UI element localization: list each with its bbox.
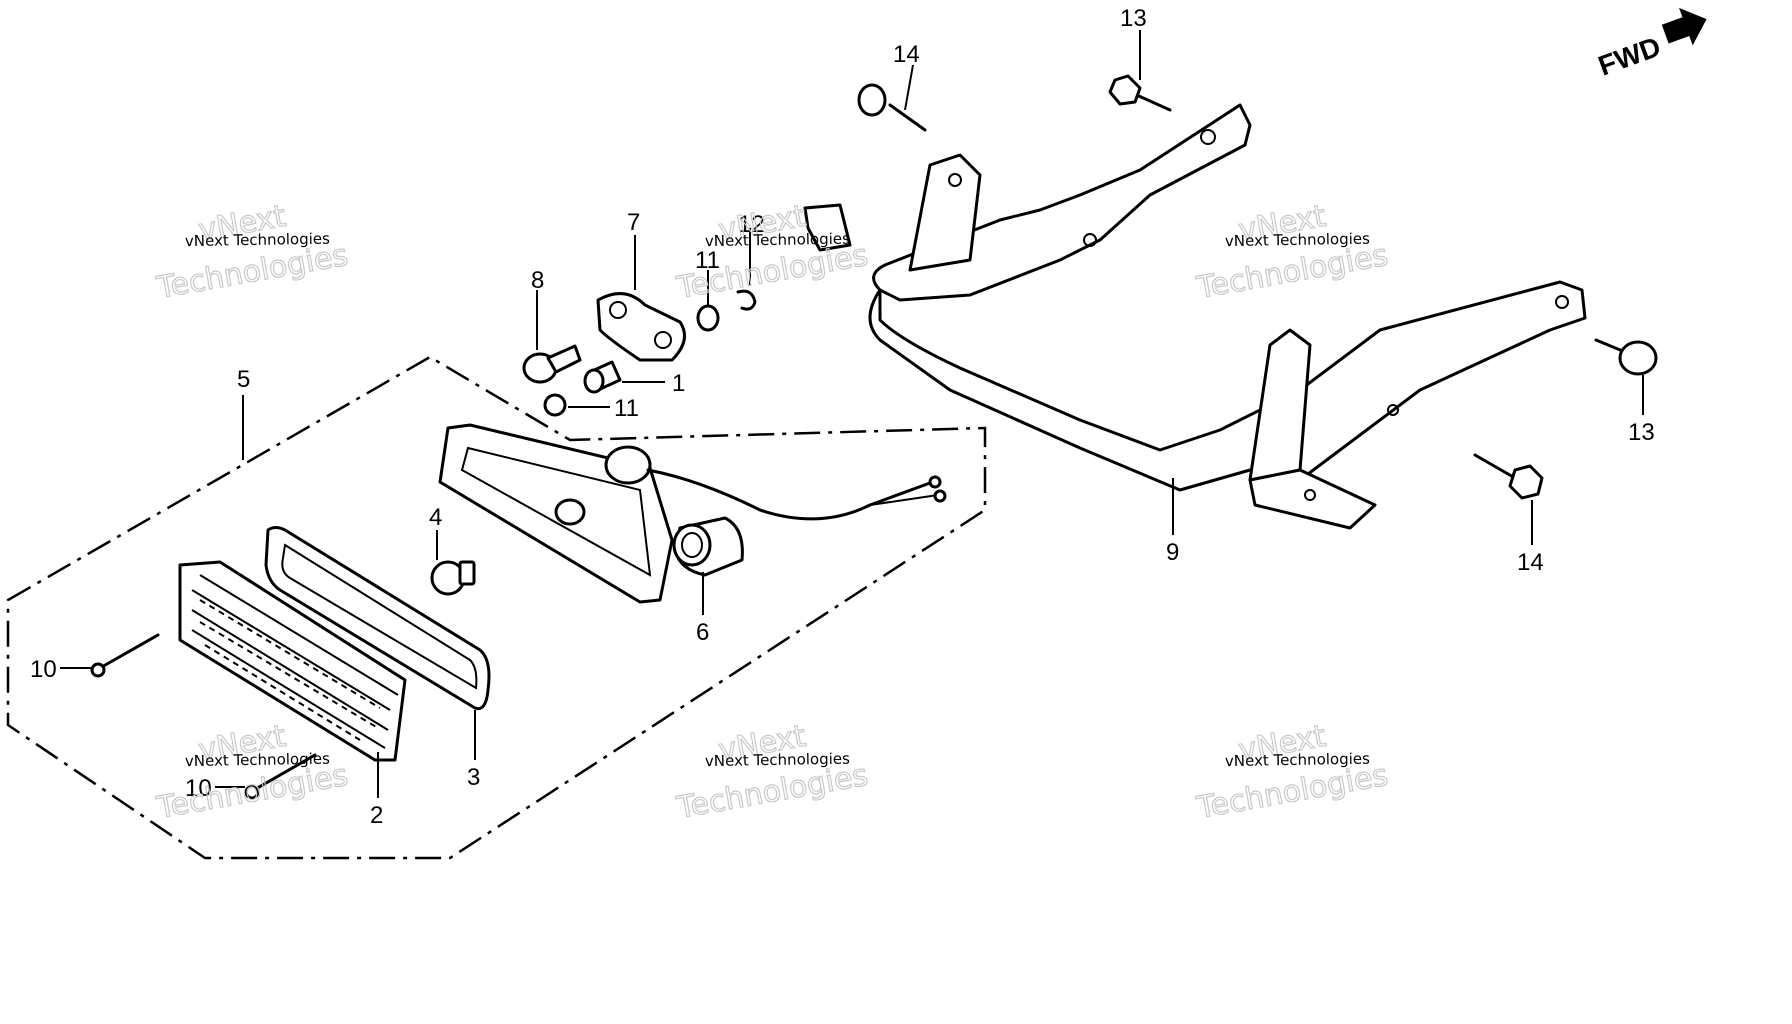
bolt-13-right	[1594, 338, 1658, 376]
callout-labels: 5 7 8 11 12 1 11 4 6 3 2 10 10 9 14 13 1…	[30, 5, 1655, 829]
callout-11-upper: 11	[695, 247, 720, 274]
callout-3: 3	[467, 764, 480, 791]
leader-lines	[60, 30, 1644, 798]
callout-7: 7	[627, 209, 640, 236]
watermark-1: vNext Technologies vNext Technologies	[153, 198, 351, 306]
light-housing-part	[438, 423, 674, 604]
callout-6: 6	[696, 619, 709, 646]
bulb-part	[430, 560, 476, 596]
socket-part	[672, 516, 744, 577]
watermark-small: vNext Technologies	[705, 230, 850, 251]
callout-14-upper: 14	[893, 41, 920, 68]
washer-11-upper	[696, 304, 720, 332]
bolt-part-8	[522, 344, 582, 384]
lens-part	[178, 560, 407, 762]
watermark-4: vNext Technologies vNext Technologies	[153, 718, 351, 826]
callout-13-upper: 13	[1120, 5, 1147, 32]
watermark-6: vNext Technologies vNext Technologies	[1193, 718, 1391, 826]
callout-5: 5	[237, 366, 250, 393]
callout-8: 8	[531, 267, 544, 294]
fwd-label: FWD	[1594, 31, 1665, 82]
watermark-5: vNext Technologies vNext Technologies	[673, 718, 871, 826]
callout-13-right: 13	[1628, 419, 1655, 446]
fwd-arrow-indicator: FWD	[1594, 7, 1707, 82]
watermark-small: vNext Technologies	[1225, 230, 1370, 251]
bolt-13-upper	[1108, 74, 1172, 112]
callout-2: 2	[370, 802, 383, 829]
collar-part-1	[583, 360, 622, 394]
callout-12: 12	[738, 211, 765, 238]
watermark-small: vNext Technologies	[185, 750, 330, 771]
screw-10-upper	[90, 633, 160, 678]
bolt-14-upper	[857, 83, 927, 132]
bracket-part-7	[596, 292, 686, 362]
watermark-small: vNext Technologies	[185, 230, 330, 251]
callout-9: 9	[1166, 539, 1179, 566]
wire-harness	[646, 468, 947, 521]
gasket-part	[264, 526, 491, 711]
assembly-5-boundary	[6, 355, 987, 860]
fwd-arrow-icon	[1661, 7, 1707, 46]
bolt-14-right	[1473, 453, 1544, 500]
watermark-small: vNext Technologies	[1225, 750, 1370, 771]
callout-4: 4	[429, 504, 442, 531]
washer-11-lower	[543, 393, 567, 417]
watermark-small: vNext Technologies	[705, 750, 850, 771]
callout-11-lower: 11	[614, 395, 639, 422]
spring-washer-12	[736, 289, 757, 311]
callout-1: 1	[672, 370, 685, 397]
callout-10-lower: 10	[185, 775, 212, 802]
callout-10-upper: 10	[30, 656, 57, 683]
frame-part-9	[803, 103, 1587, 530]
screw-10-lower	[244, 753, 317, 800]
watermark-3: vNext Technologies vNext Technologies	[1193, 198, 1391, 306]
callout-14-right: 14	[1517, 549, 1544, 576]
